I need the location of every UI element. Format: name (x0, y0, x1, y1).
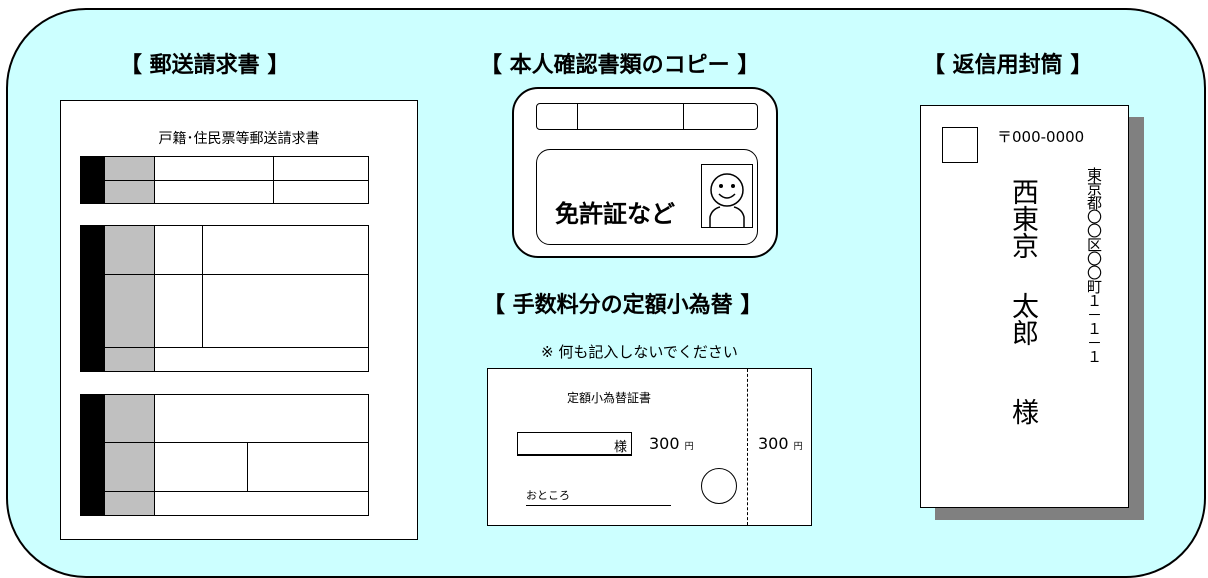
id-photo-frame (701, 164, 753, 228)
money-order-note: ※ 何も記入しないでください (541, 343, 738, 361)
recipient-address: 東京都〇〇区〇〇町１－１－１ (1085, 167, 1103, 363)
id-card-top-field (536, 103, 758, 130)
request-form-title: 【 郵送請求書 】 (120, 53, 290, 78)
smiley-face-icon (709, 173, 745, 227)
id-card-inner-panel: 免許証など (536, 149, 758, 245)
id-card-label: 免許証など (555, 200, 675, 228)
id-card: 免許証など (512, 87, 778, 258)
recipient-given-name: 太郎 (1007, 292, 1038, 346)
id-copy-title: 【 本人確認書類のコピー 】 (480, 53, 760, 78)
form-section-3 (80, 394, 369, 516)
money-order-certificate: 定額小為替証書 様 300 円 300 円 おところ (487, 368, 812, 526)
money-order-title: 【 手数料分の定額小為替 】 (483, 293, 763, 318)
amount-main-yen: 円 (684, 442, 694, 452)
amount-stub: 300 円 (758, 434, 803, 453)
sama-label: 様 (613, 440, 627, 455)
amount-stub-value: 300 (758, 434, 789, 453)
request-form-heading: 戸籍･住民票等郵送請求書 (158, 131, 320, 147)
seal-circle (701, 468, 737, 504)
form-section-2 (80, 225, 369, 372)
amount-stub-yen: 円 (793, 442, 803, 452)
address-line: おところ (526, 487, 671, 506)
recipient-honorific: 様 (1007, 398, 1038, 425)
amount-main: 300 円 (649, 434, 694, 453)
stamp-box (942, 127, 978, 163)
form-section-1 (80, 156, 369, 204)
perforation-line (747, 369, 748, 525)
recipient-surname: 西東京 (1007, 178, 1038, 259)
return-envelope: 〒000-0000 西東京 太郎 様 東京都〇〇区〇〇町１－１－１ (920, 105, 1129, 508)
recipient-name-field: 様 (517, 432, 632, 456)
money-order-header: 定額小為替証書 (567, 391, 652, 405)
envelope-title: 【 返信用封筒 】 (923, 53, 1093, 78)
postal-code: 〒000-0000 (997, 128, 1085, 146)
amount-main-value: 300 (649, 434, 680, 453)
address-label: おところ (526, 489, 570, 502)
request-form-document: 戸籍･住民票等郵送請求書 (60, 100, 418, 540)
